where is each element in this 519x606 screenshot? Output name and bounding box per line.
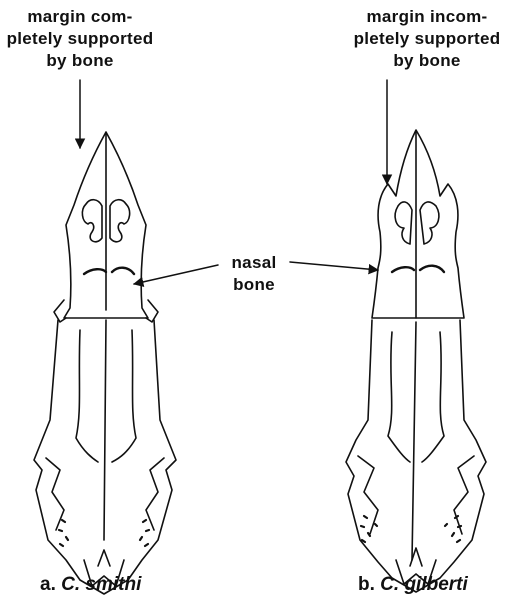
caption-b-species: C. gilberti	[380, 574, 468, 595]
callout-a-line-1: margin com-	[0, 6, 160, 28]
caption-b: b. C. gilberti	[358, 574, 468, 596]
skull-a-right-knob	[146, 300, 158, 322]
callout-b-margin: margin incom- pletely supported by bone	[338, 6, 516, 72]
skull-a-nasal-arc-left	[84, 269, 106, 274]
skull-a-median-suture	[104, 134, 106, 540]
skull-a-stipple-left	[59, 520, 68, 546]
skull-b-stipple-right	[445, 516, 461, 542]
skull-drawing-b	[346, 130, 486, 592]
skull-a-nasal-arc-right	[112, 268, 134, 274]
arrow-nasal-a	[134, 265, 218, 284]
callout-b-line-2: pletely supported	[338, 28, 516, 50]
skull-b-median-suture	[412, 132, 416, 560]
skull-b-rostrum	[372, 130, 464, 318]
callout-a-line-3: by bone	[0, 50, 160, 72]
callout-b-line-3: by bone	[338, 50, 516, 72]
skull-a-socket-right	[146, 458, 164, 530]
skull-a-ridge-left	[76, 330, 98, 462]
caption-a-species: C. smithi	[61, 574, 141, 595]
callout-b-line-1: margin incom-	[338, 6, 516, 28]
arrow-nasal-b	[290, 262, 378, 270]
skull-b-nasal-arc-left	[392, 267, 414, 272]
callout-nasal-line-1: nasal	[212, 252, 296, 274]
skull-b-left-nostril	[395, 202, 412, 244]
skull-b-ridge-right	[422, 332, 444, 462]
callout-nasal-line-2: bone	[212, 274, 296, 296]
skull-b-right-nostril	[420, 202, 439, 244]
skull-a-left-nostril	[82, 200, 102, 242]
callout-a-line-2: pletely supported	[0, 28, 160, 50]
skull-a-stipple-right	[140, 520, 149, 546]
skull-b-ridge-left	[388, 332, 410, 462]
caption-b-letter: b.	[358, 574, 375, 595]
skull-b-socket-right	[454, 456, 474, 534]
caption-a-letter: a.	[40, 574, 56, 595]
skull-a-right-nostril	[110, 200, 130, 242]
caption-a: a. C. smithi	[40, 574, 141, 596]
skull-a-left-knob	[54, 300, 66, 322]
callout-nasal-bone: nasal bone	[212, 252, 296, 296]
skull-a-ridge-right	[112, 330, 136, 462]
skull-b-socket-left	[358, 456, 378, 534]
callout-a-margin: margin com- pletely supported by bone	[0, 6, 160, 72]
skull-b-nasal-arc-right	[420, 266, 444, 272]
skull-drawing-a	[34, 132, 176, 594]
